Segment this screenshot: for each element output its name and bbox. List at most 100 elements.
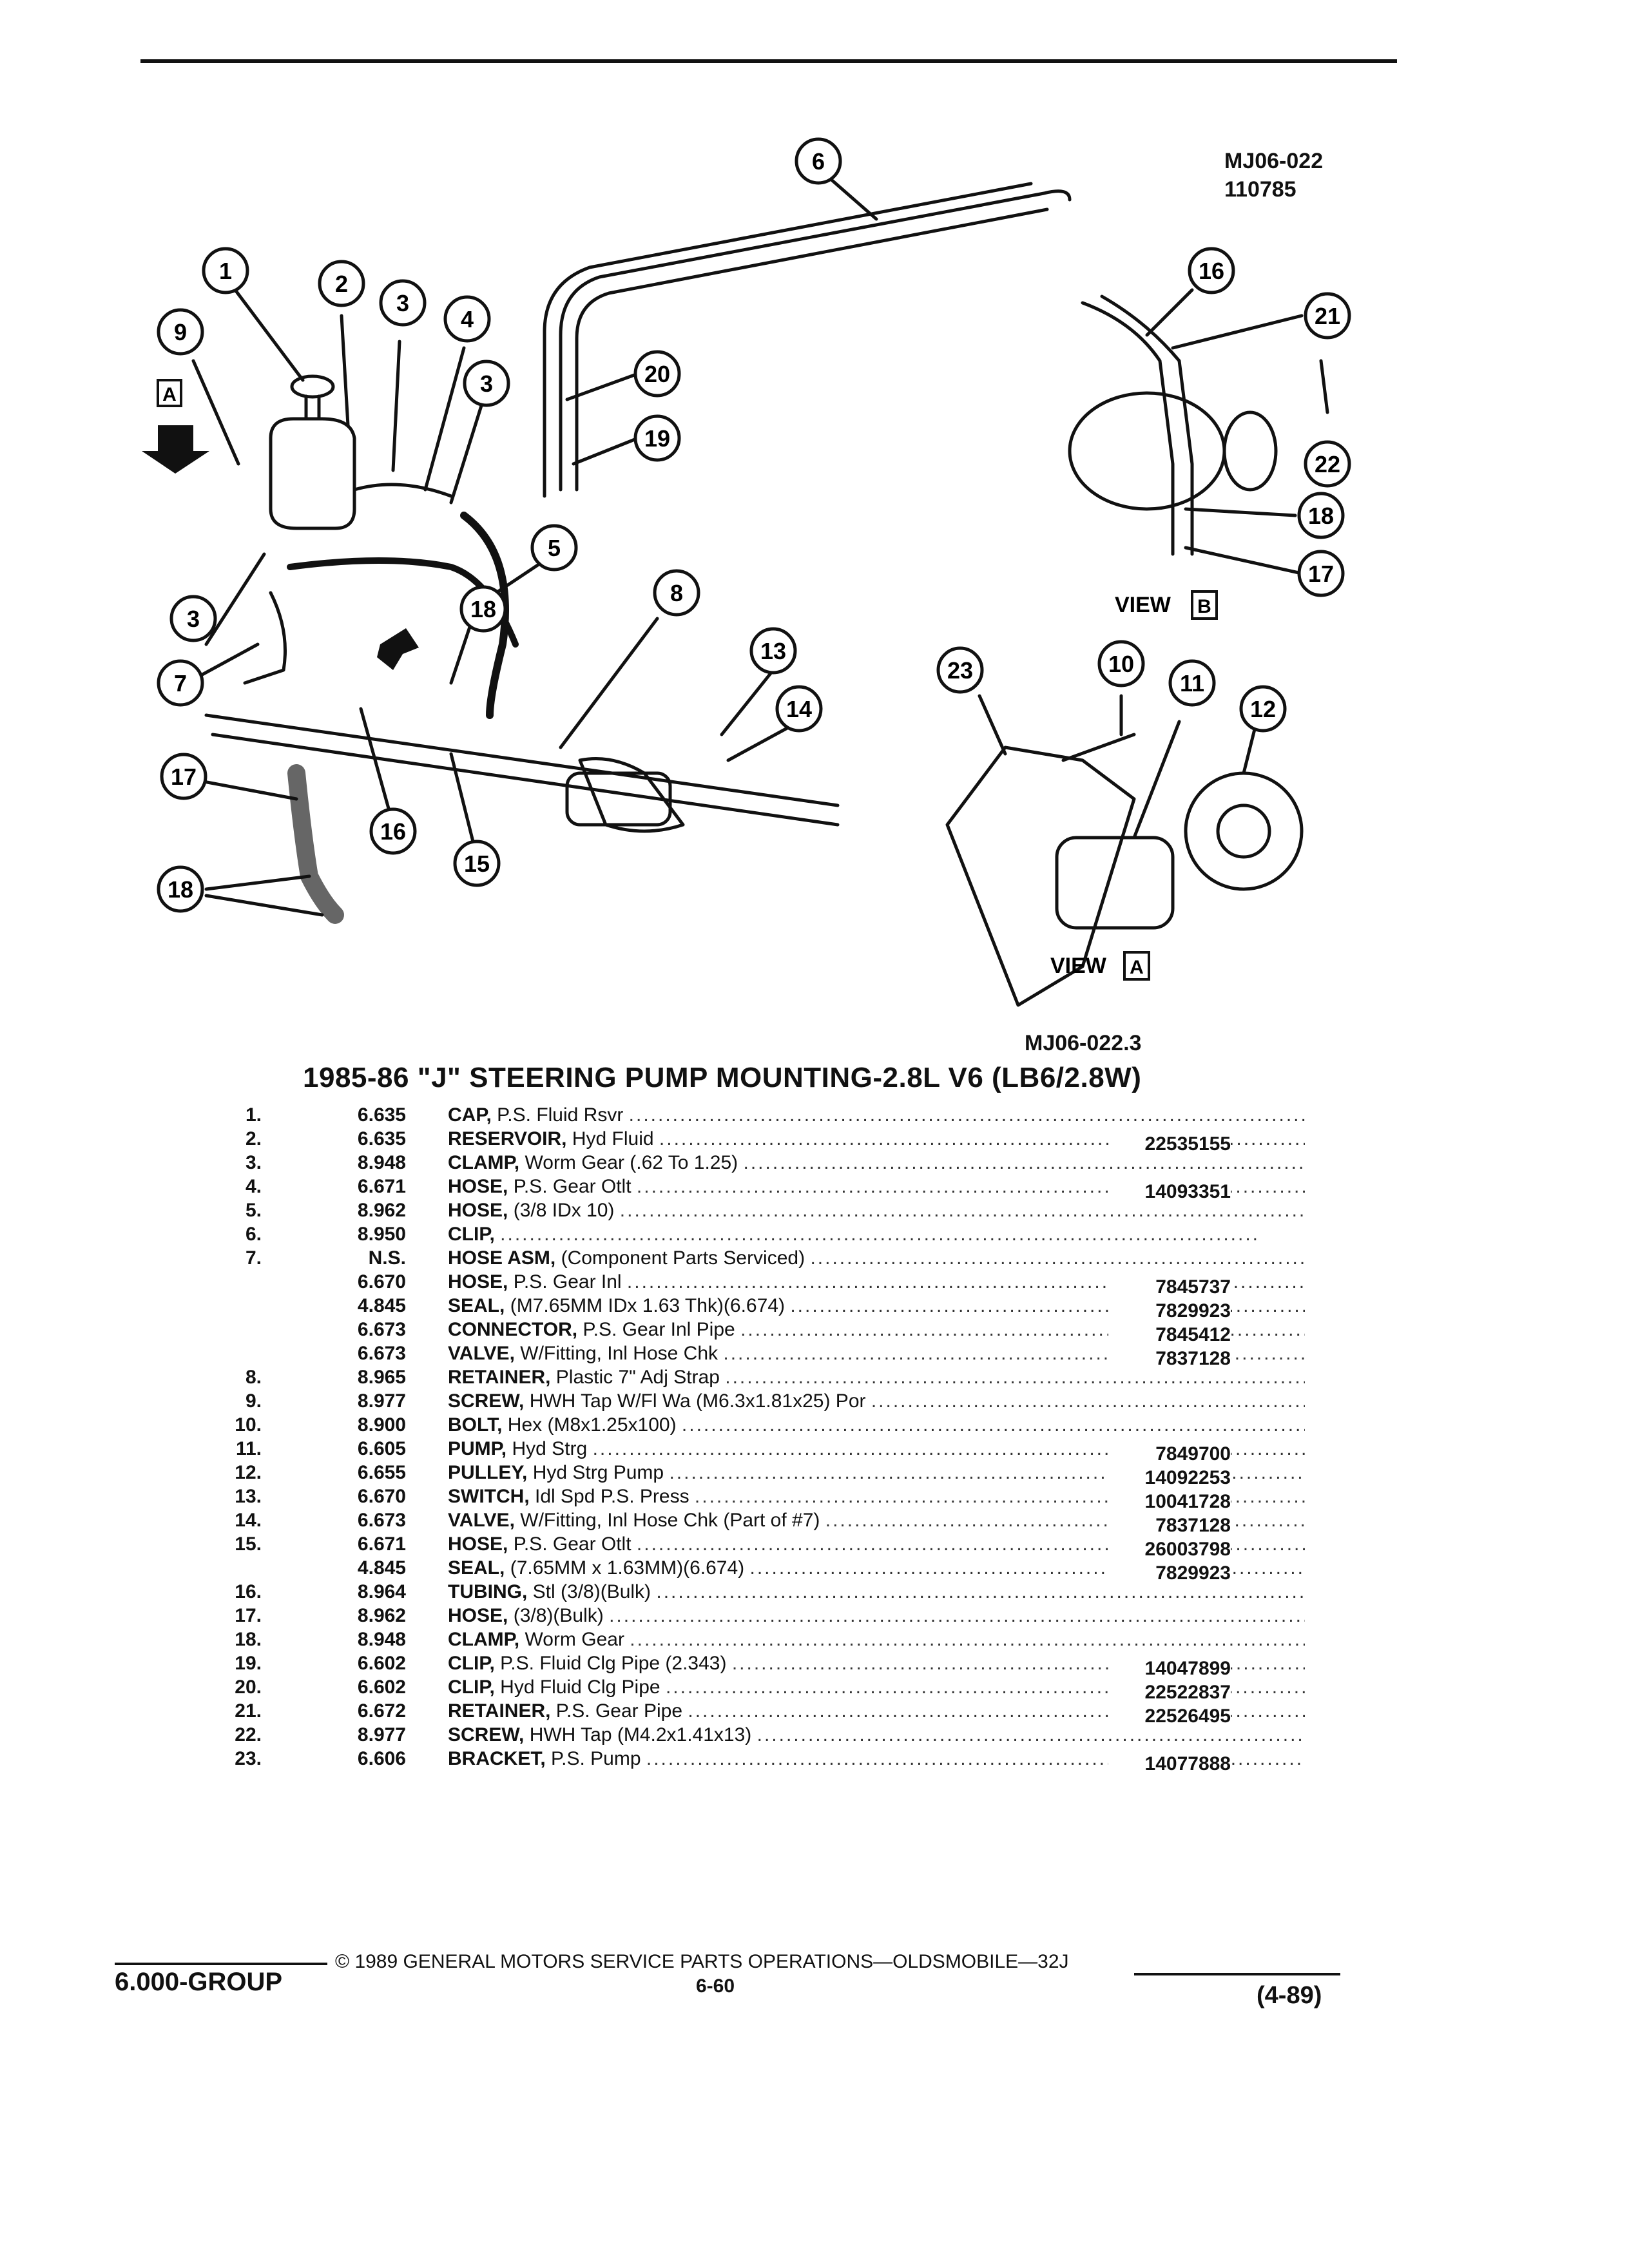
part-detail: HWH Tap (M4.2x1.41x13) — [529, 1724, 752, 1745]
part-name: RETAINER, — [448, 1367, 551, 1388]
group-number: 6.670 — [357, 1486, 406, 1507]
callout-21: 21 — [1304, 292, 1351, 340]
part-detail: P.S. Gear Pipe — [555, 1700, 683, 1722]
figure-caption: MJ06-022.3 — [1025, 1031, 1142, 1055]
part-number: 22526495 — [1108, 1704, 1231, 1728]
callout-label: 5 — [548, 535, 561, 561]
part-name: HOSE ASM, — [448, 1247, 556, 1269]
top-rule — [140, 59, 1397, 63]
part-name: RETAINER, — [448, 1700, 551, 1722]
footer-page-number: 6-60 — [696, 1975, 735, 1997]
leader-dots: ........................................… — [825, 1510, 1305, 1531]
callout-18: 18 — [1297, 492, 1345, 539]
item-number: 7. — [245, 1247, 262, 1269]
part-detail: P.S. Gear Otlt — [513, 1176, 631, 1197]
leader-dots: ........................................… — [656, 1581, 1305, 1602]
part-number: 14077888 — [1108, 1752, 1231, 1776]
part-name: CLIP, — [448, 1224, 495, 1245]
leader-dots: ........................................… — [810, 1247, 1305, 1269]
hose-17 — [287, 764, 344, 924]
part-number: 14047899 — [1108, 1657, 1231, 1680]
footer-date: (4-89) — [1257, 1982, 1322, 2009]
part-number: 7849700 — [1108, 1442, 1231, 1466]
rack-tube — [204, 713, 840, 807]
callout-18: 18 — [157, 865, 204, 913]
callout-13: 13 — [749, 627, 797, 675]
group-number: 8.950 — [357, 1224, 406, 1245]
part-description: SCREW, HWH Tap W/Fl Wa (M6.3x1.81x25) Po… — [448, 1389, 1305, 1413]
item-number: 20. — [235, 1677, 262, 1698]
leader-dots: ........................................… — [757, 1724, 1305, 1745]
parts-row: 7.N.S.HOSE ASM, (Component Parts Service… — [213, 1246, 1308, 1270]
part-detail: Worm Gear (.62 To 1.25) — [525, 1152, 738, 1173]
part-detail: Hex (M8x1.25x100) — [507, 1414, 677, 1436]
callout-label: 12 — [1250, 696, 1276, 722]
figure-id-top: MJ06-022 — [1224, 149, 1324, 173]
callout-label: 18 — [1308, 503, 1334, 529]
group-number: 6.671 — [357, 1533, 406, 1555]
reservoir-cap-stem — [304, 394, 321, 421]
view-b-letter: B — [1197, 596, 1211, 617]
reservoir-shape — [269, 417, 356, 530]
gear-housing — [565, 771, 672, 827]
part-detail: P.S. Gear Inl — [513, 1271, 622, 1293]
callout-label: 13 — [760, 638, 786, 664]
callout-7: 7 — [157, 659, 204, 707]
item-number: 14. — [235, 1510, 262, 1531]
callout-label: 3 — [396, 290, 409, 316]
callout-label: 6 — [812, 148, 825, 175]
figure-id-sub: 110785 — [1224, 177, 1296, 202]
part-number: 7837128 — [1108, 1347, 1231, 1370]
part-number: 22535155 — [1108, 1132, 1231, 1156]
part-description: CLIP, ..................................… — [448, 1222, 1305, 1246]
callout-label: 19 — [644, 425, 670, 452]
part-description: BOLT, Hex (M8x1.25x100) ................… — [448, 1413, 1305, 1437]
leader-dots: ........................................… — [630, 1629, 1305, 1650]
view-b-pump — [1068, 391, 1226, 511]
group-number: 4.845 — [357, 1295, 406, 1316]
part-number: 7845737 — [1108, 1275, 1231, 1299]
part-description: HOSE ASM, (Component Parts Serviced) ...… — [448, 1246, 1305, 1270]
item-number: 16. — [235, 1581, 262, 1602]
item-number: 21. — [235, 1700, 262, 1722]
part-detail: Stl (3/8)(Bulk) — [532, 1581, 651, 1602]
group-number: 6.673 — [357, 1510, 406, 1531]
callout-14: 14 — [775, 685, 823, 733]
part-description: RETAINER, Plastic 7" Adj Strap .........… — [448, 1365, 1305, 1389]
bolt-10 — [1061, 733, 1136, 762]
callout-10: 10 — [1097, 640, 1145, 687]
part-description: SCREW, HWH Tap (M4.2x1.41x13) ..........… — [448, 1723, 1305, 1747]
item-number: 3. — [245, 1152, 262, 1173]
callout-label: 20 — [644, 361, 670, 387]
group-number: 6.673 — [357, 1343, 406, 1364]
callout-6: 6 — [795, 137, 842, 185]
section-title: 1985-86 "J" STEERING PUMP MOUNTING-2.8L … — [303, 1062, 1142, 1093]
group-number: 6.635 — [357, 1104, 406, 1126]
part-detail: P.S. Pump — [551, 1748, 641, 1769]
item-number: 23. — [235, 1748, 262, 1769]
callout-8: 8 — [653, 569, 700, 617]
callout-label: 4 — [461, 306, 474, 332]
part-description: HOSE, (3/8 IDx 10) .....................… — [448, 1198, 1305, 1222]
callout-label: 18 — [168, 876, 193, 903]
callout-15: 15 — [453, 840, 501, 887]
item-number: 4. — [245, 1176, 262, 1197]
view-b-pipe — [1081, 301, 1175, 556]
supply-hose-5 — [460, 512, 509, 719]
leader-dots: ........................................… — [743, 1152, 1305, 1173]
callout-5: 5 — [530, 524, 578, 572]
group-number: 4.845 — [357, 1557, 406, 1579]
callout-label: 17 — [1308, 561, 1334, 587]
group-number: 6.671 — [357, 1176, 406, 1197]
item-number: 9. — [245, 1390, 262, 1412]
item-number: 13. — [235, 1486, 262, 1507]
